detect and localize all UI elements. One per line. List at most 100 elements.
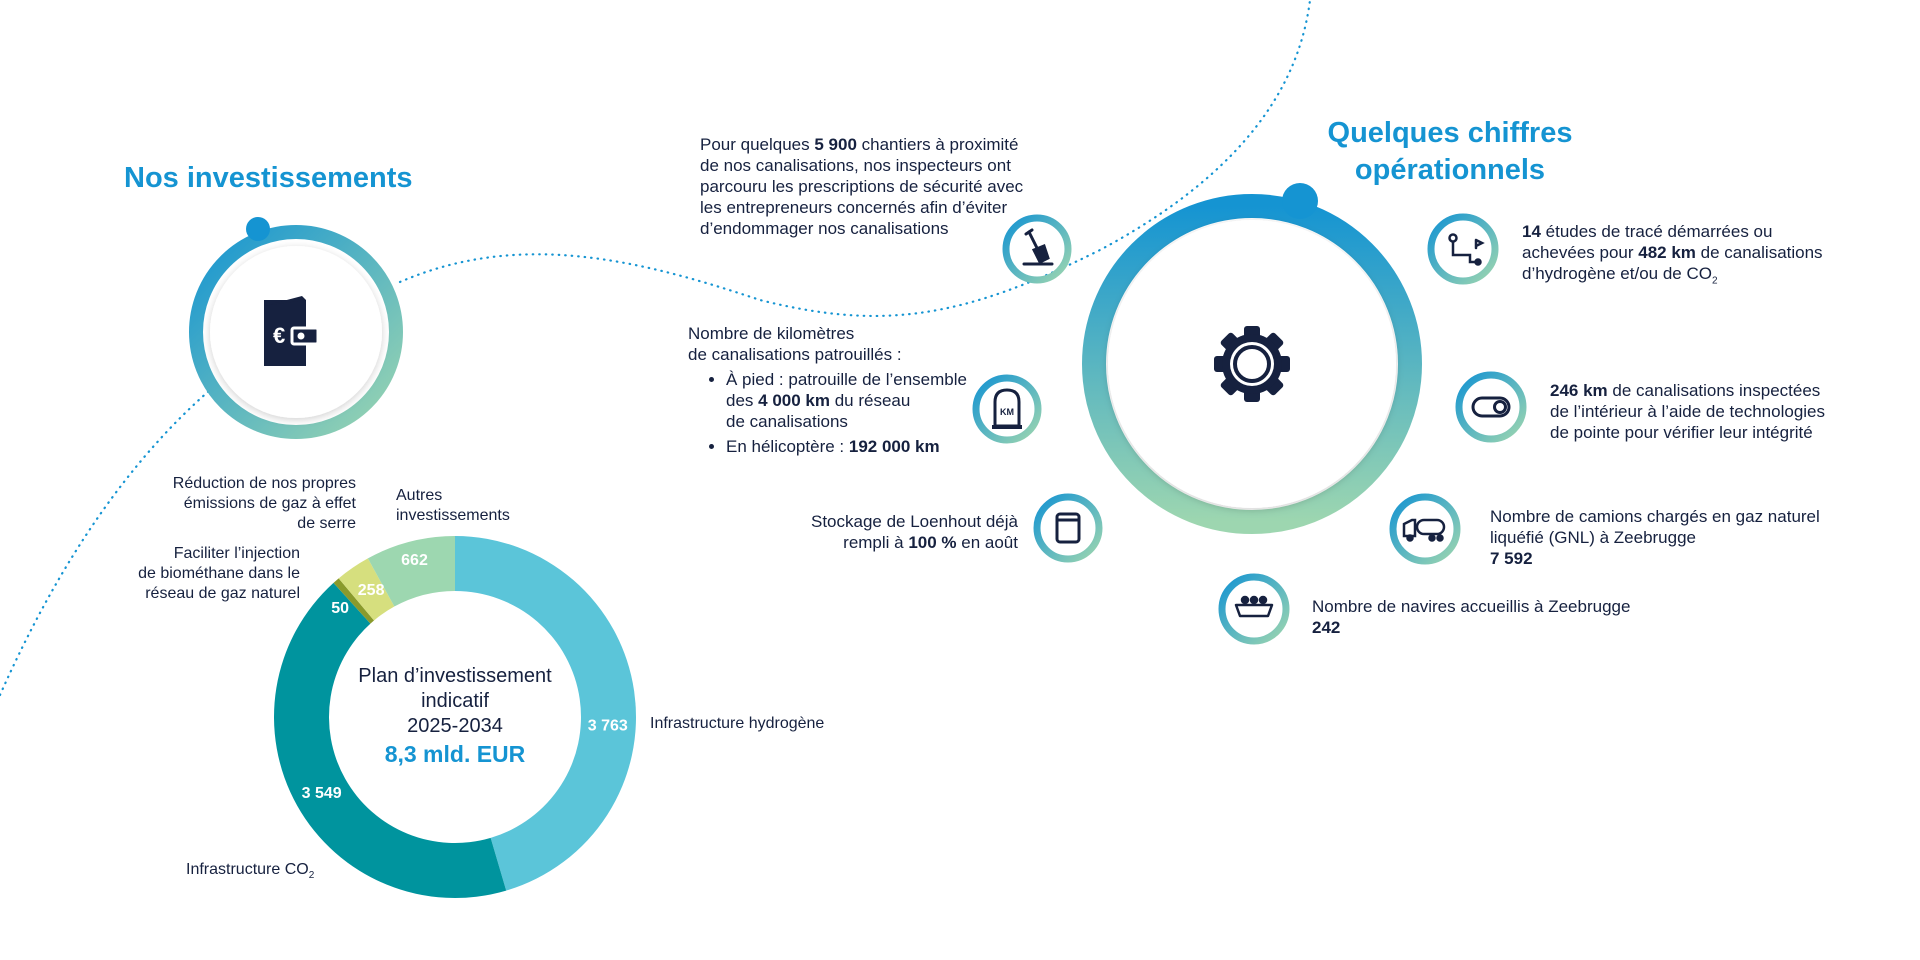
donut-total: 8,3 mld. EUR bbox=[384, 741, 526, 767]
trucks-ring bbox=[1389, 493, 1461, 565]
donut-center: Plan d’investissement indicatif 2025-203… bbox=[330, 664, 580, 769]
donut-value-label-hydrogen: 3 763 bbox=[588, 718, 628, 735]
legend-biomethane-line1: Faciliter l’injection bbox=[173, 545, 300, 562]
gear-icon bbox=[1214, 326, 1290, 402]
patrol-line2: de canalisations patrouillés : bbox=[688, 345, 902, 364]
svg-text:KM: KM bbox=[1000, 407, 1014, 417]
donut-center-line2: indicatif bbox=[421, 690, 489, 712]
legend-co2-subscript: 2 bbox=[308, 870, 315, 882]
patrol-foot-pre: des bbox=[726, 391, 759, 410]
patrol-heli-item: En hélicoptère : 192 000 km bbox=[726, 436, 988, 457]
worksites-line1-post: chantiers à proximité bbox=[856, 135, 1019, 154]
patrol-foot-item: À pied : patrouille de l’ensemble des 4 … bbox=[726, 369, 988, 432]
routes-line2-pre: achevées pour bbox=[1522, 243, 1639, 262]
operations-title: Quelques chiffres opérationnels bbox=[1300, 115, 1600, 189]
routes-km: 482 km bbox=[1638, 243, 1696, 262]
donut-center-line3: 2025-2034 bbox=[407, 715, 503, 737]
donut-slice-co2 bbox=[273, 582, 507, 898]
svg-text:€: € bbox=[273, 323, 285, 348]
donut-slice-hydrogen bbox=[455, 536, 637, 891]
legend-biomethane-line2: de biométhane dans le bbox=[138, 565, 300, 582]
patrol-foot-line3: de canalisations bbox=[726, 412, 848, 431]
operations-title-line1: Quelques chiffres bbox=[1327, 117, 1573, 149]
legend-own-emissions-line3: de serre bbox=[297, 515, 356, 532]
patrol-ring: KM bbox=[972, 374, 1042, 444]
ships-value: 242 bbox=[1312, 618, 1341, 637]
legend-biomethane-line3: réseau de gaz naturel bbox=[145, 585, 300, 602]
worksites-line4: les entrepreneurs concernés afin d’évite… bbox=[700, 198, 1008, 217]
ships-stat: Nombre de navires accueillis à Zeebrugge… bbox=[1312, 596, 1672, 638]
patrol-foot-post: du réseau bbox=[829, 391, 911, 410]
patrol-stat: Nombre de kilomètres de canalisations pa… bbox=[688, 323, 988, 457]
trucks-line1: Nombre de camions chargés en gaz naturel bbox=[1490, 507, 1820, 526]
route-icon bbox=[1448, 233, 1485, 266]
donut-center-line1: Plan d’investissement bbox=[358, 665, 552, 687]
ships-ring bbox=[1218, 573, 1290, 645]
investment-donut-chart: 3 763 3 549 50 258 662 bbox=[273, 536, 637, 898]
worksites-line2: de nos canalisations, nos inspecteurs on… bbox=[700, 156, 1011, 175]
worksites-value: 5 900 bbox=[814, 135, 857, 154]
patrol-heli-value: 192 000 km bbox=[848, 437, 940, 456]
legend-co2-text: Infrastructure CO bbox=[186, 861, 309, 878]
inspection-line2: de l’intérieur à l’aide de technologies bbox=[1550, 402, 1826, 421]
patrol-list: À pied : patrouille de l’ensemble des 4 … bbox=[688, 369, 988, 457]
routes-stat: 14 études de tracé démarrées ou achevées… bbox=[1522, 221, 1862, 291]
wallet-euro-icon: € bbox=[264, 296, 320, 366]
inspection-ring bbox=[1455, 371, 1527, 443]
routes-line1-post: études de tracé démarrées ou bbox=[1540, 222, 1773, 241]
worksites-stat: Pour quelques 5 900 chantiers à proximit… bbox=[700, 134, 1040, 239]
donut-value-label-biomethane: 50 bbox=[331, 600, 349, 617]
legend-other: Autres investissements bbox=[396, 486, 556, 526]
legend-own-emissions-line2: émissions de gaz à effet bbox=[183, 495, 356, 512]
routes-line3: d’hydrogène et/ou de CO bbox=[1522, 264, 1712, 283]
km-milestone-icon: KM bbox=[992, 388, 1022, 429]
dotted-connector-path bbox=[0, 0, 1312, 697]
legend-own-emissions-line1: Réduction de nos propres bbox=[172, 475, 356, 492]
patrol-foot-line1: À pied : patrouille de l’ensemble bbox=[726, 370, 967, 389]
inspection-line1-post: de canalisations inspectées bbox=[1607, 381, 1821, 400]
storage-line1: Stockage de Loenhout déjà bbox=[810, 512, 1018, 531]
donut-value-label-co2: 3 549 bbox=[302, 785, 342, 802]
storage-pre: rempli à bbox=[843, 533, 909, 552]
patrol-line1: Nombre de kilomètres bbox=[688, 324, 855, 343]
donut-value-label-other: 662 bbox=[401, 552, 428, 569]
storage-stat: Stockage de Loenhout déjà rempli à 100 %… bbox=[760, 511, 1018, 553]
trucks-stat: Nombre de camions chargés en gaz naturel… bbox=[1490, 506, 1850, 569]
donut-slice-other bbox=[367, 536, 455, 607]
inspection-line3: de pointe pour vérifier leur intégrité bbox=[1550, 423, 1813, 442]
routes-co2-subscript: 2 bbox=[1711, 275, 1718, 287]
storage-tank-icon bbox=[1055, 512, 1081, 544]
shovel-icon bbox=[1022, 228, 1054, 266]
worksites-line5: d’endommager nos canalisations bbox=[700, 219, 949, 238]
storage-ring bbox=[1033, 493, 1103, 563]
donut-value-label-own-emissions: 258 bbox=[358, 582, 385, 599]
inspection-value: 246 km bbox=[1550, 381, 1608, 400]
operations-title-line2: opérationnels bbox=[1354, 154, 1546, 186]
pig-inspection-icon bbox=[1471, 396, 1511, 418]
investments-hub: € bbox=[189, 217, 403, 439]
trucks-line2: liquéfié (GNL) à Zeebrugge bbox=[1490, 528, 1697, 547]
routes-count: 14 bbox=[1522, 222, 1541, 241]
ship-icon bbox=[1234, 595, 1274, 618]
routes-ring bbox=[1427, 213, 1499, 285]
inspection-stat: 246 km de canalisations inspectées de l’… bbox=[1550, 380, 1870, 443]
investments-title: Nos investissements bbox=[124, 162, 413, 194]
worksites-pre: Pour quelques bbox=[700, 135, 815, 154]
patrol-foot-value: 4 000 km bbox=[758, 391, 830, 410]
legend-other-line1: Autres bbox=[396, 487, 443, 504]
legend-co2: Infrastructure CO2 bbox=[186, 860, 386, 886]
donut-slice-own-emissions bbox=[338, 558, 395, 621]
lng-truck-icon bbox=[1402, 518, 1446, 542]
patrol-heli-pre: En hélicoptère : bbox=[726, 437, 849, 456]
legend-own-emissions: Réduction de nos propres émissions de ga… bbox=[130, 474, 356, 534]
worksites-ring bbox=[1002, 214, 1072, 284]
storage-post: en août bbox=[956, 533, 1018, 552]
trucks-value: 7 592 bbox=[1490, 549, 1533, 568]
ships-line1: Nombre de navires accueillis à Zeebrugge bbox=[1312, 597, 1631, 616]
legend-biomethane: Faciliter l’injection de biométhane dans… bbox=[100, 544, 300, 604]
routes-line2-post: de canalisations bbox=[1695, 243, 1823, 262]
storage-value: 100 % bbox=[908, 533, 957, 552]
worksites-line3: parcouru les prescriptions de sécurité a… bbox=[700, 177, 1024, 196]
legend-other-line2: investissements bbox=[396, 507, 510, 524]
